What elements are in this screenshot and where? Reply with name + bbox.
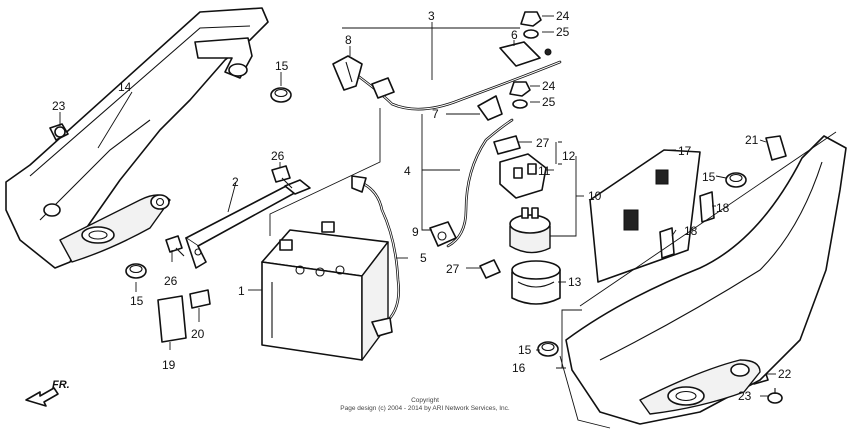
terminal-cover-8 xyxy=(332,55,363,91)
grommet-15-right xyxy=(725,172,747,188)
battery-positive-cable xyxy=(446,118,514,248)
callout-1: 1 xyxy=(238,284,245,298)
knob-23-right xyxy=(767,388,783,404)
callout-24-lower: 24 xyxy=(542,79,556,93)
callout-6: 6 xyxy=(511,28,518,42)
callout-15-upper: 15 xyxy=(275,59,289,73)
battery-stay xyxy=(185,179,311,269)
callout-10: 10 xyxy=(588,189,602,203)
fuse-box-11 xyxy=(499,153,547,199)
callout-15-lower: 15 xyxy=(130,294,144,308)
callout-9: 9 xyxy=(412,225,419,239)
callout-18-left: 18 xyxy=(684,224,698,238)
callout-8: 8 xyxy=(345,33,352,47)
sticker-21 xyxy=(765,135,787,161)
battery-negative-cable xyxy=(351,175,400,337)
callout-12: 12 xyxy=(562,149,576,163)
callout-3: 3 xyxy=(428,9,435,23)
knob-23-left xyxy=(49,123,69,141)
callout-14: 14 xyxy=(118,80,132,94)
copyright-line-1: Copyright xyxy=(411,397,439,404)
terminal-cover-6 xyxy=(499,41,552,67)
leader-lines xyxy=(59,15,837,429)
callout-15-bottom: 15 xyxy=(518,343,532,357)
relay-cover xyxy=(511,260,561,305)
nut-24-upper xyxy=(520,11,542,27)
callout-17: 17 xyxy=(678,144,692,158)
callout-numbers: 14 23 15 2 26 26 15 1 19 20 8 3 6 24 25 … xyxy=(52,9,792,403)
battery xyxy=(261,221,389,361)
front-direction-arrow: FR. xyxy=(25,379,70,407)
callout-11: 11 xyxy=(538,164,551,178)
callout-20: 20 xyxy=(191,327,205,341)
cable-clamp xyxy=(371,77,395,99)
callout-26-lower: 26 xyxy=(164,274,178,288)
label-20 xyxy=(189,289,211,309)
washer-25-lower xyxy=(512,99,528,109)
grommet-15-bottom xyxy=(537,341,559,357)
grommet-15-lower xyxy=(125,263,147,279)
emblem-18-left xyxy=(659,227,675,259)
callout-27-lower: 27 xyxy=(446,262,460,276)
fuse-27-upper xyxy=(493,135,521,155)
callout-13: 13 xyxy=(568,275,582,289)
callout-18-right: 18 xyxy=(716,201,730,215)
callout-21: 21 xyxy=(745,133,759,147)
callout-15-right: 15 xyxy=(702,170,716,184)
right-side-cover xyxy=(565,135,847,425)
callout-19: 19 xyxy=(162,358,176,372)
callout-22: 22 xyxy=(778,367,792,381)
callout-27-upper: 27 xyxy=(536,136,550,150)
bolt-26-lower xyxy=(165,235,185,257)
callout-25-upper: 25 xyxy=(556,25,570,39)
callout-7: 7 xyxy=(432,107,439,121)
callout-5: 5 xyxy=(420,251,427,265)
fuse-27-lower xyxy=(479,259,501,279)
callout-2: 2 xyxy=(232,175,239,189)
front-direction-label: FR. xyxy=(52,379,70,391)
callout-16: 16 xyxy=(512,361,526,375)
emblem-18-right xyxy=(699,191,715,223)
left-side-cover xyxy=(5,7,269,269)
bolt-26-upper xyxy=(271,165,293,189)
callout-26-upper: 26 xyxy=(271,149,285,163)
washer-25-upper xyxy=(523,29,539,39)
callout-24-upper: 24 xyxy=(556,9,570,23)
nut-24-lower xyxy=(509,81,531,97)
caution-label-19 xyxy=(157,295,187,343)
callout-25-lower: 25 xyxy=(542,95,556,109)
grommet-15-upper xyxy=(270,87,292,103)
callout-4: 4 xyxy=(404,164,411,178)
copyright-line-2: Page design (c) 2004 - 2014 by ARI Netwo… xyxy=(340,405,510,412)
starter-relay xyxy=(509,207,551,254)
callout-23-right: 23 xyxy=(738,389,752,403)
callout-23-left: 23 xyxy=(52,99,66,113)
terminal-cap-9 xyxy=(429,221,457,247)
terminal-cap-7 xyxy=(477,95,503,121)
